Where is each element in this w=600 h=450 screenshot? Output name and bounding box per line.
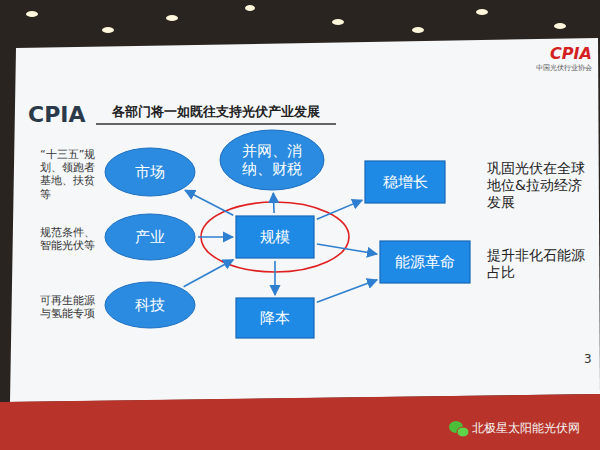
node-text: 科技 xyxy=(135,296,165,314)
wechat-icon xyxy=(449,421,469,437)
arrow-connector xyxy=(184,260,234,287)
ellipse-node: 科技 xyxy=(104,281,196,329)
floor xyxy=(0,394,600,450)
annotation: 可再生能源与氢能专项 xyxy=(40,294,100,320)
node-text: 降本 xyxy=(260,309,290,327)
arrow-connector xyxy=(317,200,362,219)
node-text: 稳增长 xyxy=(383,173,428,191)
arrow-connector xyxy=(198,236,233,238)
arrow-connector xyxy=(317,244,377,254)
page-number: 3 xyxy=(584,352,592,366)
annotation: “十三五”规划、领跑者基地、扶贫等 xyxy=(40,148,100,201)
arrow-connector xyxy=(317,280,377,302)
node-text: 市场 xyxy=(135,163,165,181)
outcome-note: 巩固光伏在全球地位&拉动经济发展 xyxy=(487,160,593,210)
ellipse-node: 产业 xyxy=(104,213,196,261)
slide-title: 各部门将一如既往支持光伏产业发展 xyxy=(112,104,320,120)
slide xyxy=(10,38,600,402)
node-text: 产业 xyxy=(135,228,165,246)
brand-mark: CPIA xyxy=(28,102,85,128)
ellipse-node: 市场 xyxy=(104,147,196,197)
process-box: 能源革命 xyxy=(379,240,471,284)
logo-subtext: 中国光伏行业协会 xyxy=(536,64,592,72)
ellipse-node: 并网、消纳、财税 xyxy=(219,129,325,191)
process-box: 降本 xyxy=(235,297,315,339)
outcome-note: 提升非化石能源占比 xyxy=(487,247,593,281)
logo-text: CPIA xyxy=(550,44,592,63)
arrow-connector xyxy=(185,190,233,215)
process-box: 稳增长 xyxy=(364,160,446,204)
watermark: 北极星太阳能光伏网 xyxy=(472,421,580,435)
node-text: 能源革命 xyxy=(395,253,455,271)
annotation: 规范条件、智能光伏等 xyxy=(40,226,100,252)
process-box: 规模 xyxy=(235,215,315,259)
ceiling-lights xyxy=(26,5,566,33)
node-text: 规模 xyxy=(260,228,290,246)
arrow-connector xyxy=(274,261,276,295)
node-text: 并网、消纳、财税 xyxy=(241,142,303,178)
title-underline xyxy=(96,123,336,125)
arrow-connector xyxy=(272,193,274,213)
